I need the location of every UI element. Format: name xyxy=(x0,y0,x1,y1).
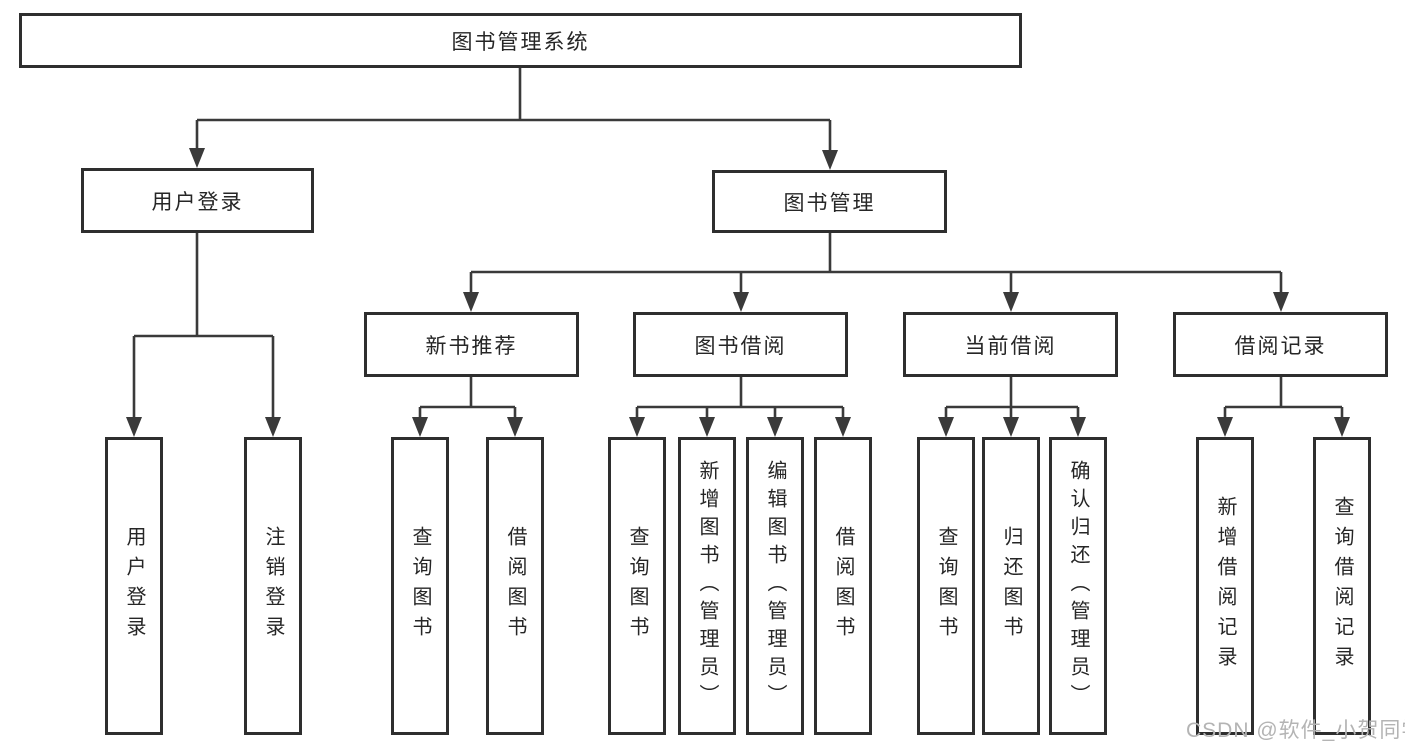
leaf-borrow-edit-books-admin-label: 编辑图书（管理员） xyxy=(764,460,786,712)
leaf-borrow-borrow-books: 借阅图书 xyxy=(814,437,872,735)
leaf-logout-label: 注销登录 xyxy=(262,526,284,646)
node-new-book-recommendation: 新书推荐 xyxy=(364,312,579,377)
node-user-login-label: 用户登录 xyxy=(151,190,244,214)
leaf-recommend-query-books: 查询图书 xyxy=(391,437,449,735)
leaf-recommend-query-books-label: 查询图书 xyxy=(409,526,431,646)
leaf-logout: 注销登录 xyxy=(244,437,302,735)
leaf-user-login: 用户登录 xyxy=(105,437,163,735)
node-book-management: 图书管理 xyxy=(712,170,947,233)
node-user-login: 用户登录 xyxy=(81,168,314,233)
leaf-recommend-borrow-books-label: 借阅图书 xyxy=(504,526,526,646)
node-book-borrowing: 图书借阅 xyxy=(633,312,848,377)
node-borrowing-records-label: 借阅记录 xyxy=(1234,334,1327,358)
arrowheads xyxy=(126,148,1350,437)
leaf-records-query-record-label: 查询借阅记录 xyxy=(1331,496,1353,676)
node-borrowing-records: 借阅记录 xyxy=(1173,312,1388,377)
leaf-records-add-record-label: 新增借阅记录 xyxy=(1214,496,1236,676)
leaf-user-login-label: 用户登录 xyxy=(123,526,145,646)
leaf-current-return-books: 归还图书 xyxy=(982,437,1040,735)
csdn-watermark: CSDN @软件_小贺同学 xyxy=(1186,719,1405,742)
leaf-borrow-borrow-books-label: 借阅图书 xyxy=(832,526,854,646)
leaf-recommend-borrow-books: 借阅图书 xyxy=(486,437,544,735)
node-book-borrowing-label: 图书借阅 xyxy=(694,334,787,358)
leaf-borrow-query-books-label: 查询图书 xyxy=(626,526,648,646)
leaf-current-query-books-label: 查询图书 xyxy=(935,526,957,646)
node-root-library-management-system: 图书管理系统 xyxy=(19,13,1022,68)
node-book-management-label: 图书管理 xyxy=(783,191,876,215)
leaf-current-return-books-label: 归还图书 xyxy=(1000,526,1022,646)
leaf-borrow-add-books-admin: 新增图书（管理员） xyxy=(678,437,736,735)
leaf-borrow-query-books: 查询图书 xyxy=(608,437,666,735)
leaf-records-query-record: 查询借阅记录 xyxy=(1313,437,1371,735)
node-new-book-recommendation-label: 新书推荐 xyxy=(425,334,518,358)
node-root-label: 图书管理系统 xyxy=(451,30,590,54)
leaf-current-confirm-return-admin: 确认归还（管理员） xyxy=(1049,437,1107,735)
node-current-borrowing-label: 当前借阅 xyxy=(964,334,1057,358)
leaf-records-add-record: 新增借阅记录 xyxy=(1196,437,1254,735)
leaf-borrow-edit-books-admin: 编辑图书（管理员） xyxy=(746,437,804,735)
leaf-current-query-books: 查询图书 xyxy=(917,437,975,735)
leaf-borrow-add-books-admin-label: 新增图书（管理员） xyxy=(696,460,718,712)
node-current-borrowing: 当前借阅 xyxy=(903,312,1118,377)
leaf-current-confirm-return-admin-label: 确认归还（管理员） xyxy=(1067,460,1089,712)
